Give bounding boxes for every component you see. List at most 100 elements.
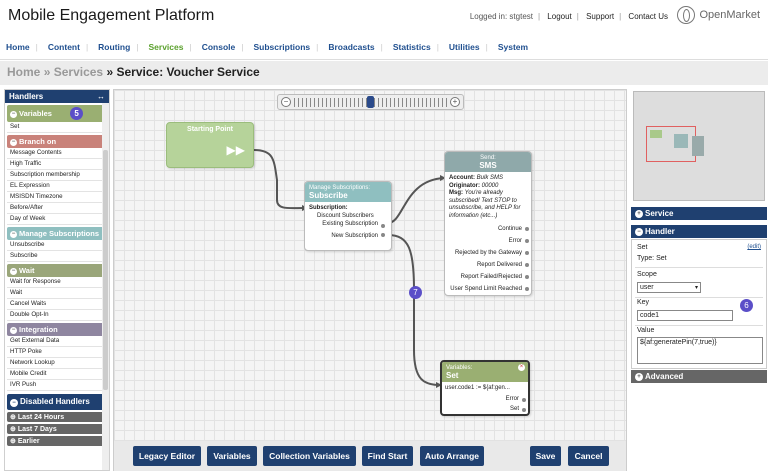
output-set[interactable]: Set [442,404,528,414]
handler-item[interactable]: Subscribe [7,251,107,262]
logout-link[interactable]: Logout [547,12,572,21]
set-expression: user.code1 := ${af:gen... [445,385,510,391]
output-failed[interactable]: Report Failed/Rejected [445,271,531,283]
node-type: Send: [480,155,496,161]
originator-value: 00000 [481,182,499,189]
disabled-item-label: Earlier [17,438,40,445]
zoom-out-icon[interactable]: − [281,97,291,107]
node-name: Set [446,371,459,380]
group-name: Manage Subscriptions [19,229,100,238]
nav-console[interactable]: Console [202,38,250,59]
nav-statistics[interactable]: Statistics [393,38,445,59]
logo-icon [677,6,696,24]
handler-item[interactable]: High Traffic [7,159,107,170]
group-header[interactable]: −Manage Subscriptions [7,227,107,240]
handler-item[interactable]: Wait for Response [7,277,107,288]
subscription-value: Discount Subscribers [317,213,374,219]
divider [635,267,763,268]
breadcrumb-home[interactable]: Home [7,65,41,79]
node-set-selected[interactable]: Variables: Set × user.code1 := ${af:gen.… [440,360,530,416]
output-rejected[interactable]: Rejected by the Gateway [445,247,531,259]
handler-item-set[interactable]: Set [7,122,107,133]
handler-item[interactable]: Network Lookup [7,358,107,369]
service-header[interactable]: +Service [631,207,767,220]
close-icon[interactable]: × [518,364,525,371]
handler-item[interactable]: Double Opt-In [7,310,107,321]
support-link[interactable]: Support [586,12,615,21]
handler-item[interactable]: Cancel Waits [7,299,107,310]
collapse-minus-icon: − [10,110,17,118]
handler-item[interactable]: Unsubscribe [7,240,107,251]
disabled-last-7-days[interactable]: ⊕ Last 7 Days [7,424,107,434]
nav-system[interactable]: System [497,42,529,52]
handler-item[interactable]: IVR Push [7,380,107,391]
handlers-scroll-thumb[interactable] [103,150,108,390]
openmarket-logo: OpenMarket [677,6,760,24]
disabled-handlers-header[interactable]: −Disabled Handlers [7,394,107,410]
nav-broadcasts[interactable]: Broadcasts [328,38,389,59]
scope-select[interactable]: user▾ [637,282,701,293]
find-start-button[interactable]: Find Start [362,446,413,466]
value-label: Value [637,327,655,334]
handler-item[interactable]: Subscription membership [7,170,107,181]
cancel-button[interactable]: Cancel [568,446,609,466]
handler-item[interactable]: Before/After [7,203,107,214]
zoom-thumb[interactable] [367,96,374,108]
nav-content[interactable]: Content [48,38,94,59]
key-input[interactable]: code1 [637,310,733,321]
flow-canvas[interactable]: − + Starting Point ▶▶ Manage Subscriptio… [113,89,627,471]
minimap[interactable] [633,91,765,201]
minimap-node [692,136,704,156]
disabled-earlier[interactable]: ⊕ Earlier [7,436,107,446]
minimap-node [674,134,688,148]
variables-button[interactable]: Variables [207,446,257,466]
save-button[interactable]: Save [530,446,561,466]
output-existing-subscription[interactable]: Existing Subscription [309,220,387,229]
zoom-slider[interactable]: − + [277,94,464,110]
disabled-item-label: Last 7 Days [17,426,57,433]
nav-routing[interactable]: Routing [98,38,144,59]
disabled-last-24-hours[interactable]: ⊕ Last 24 Hours [7,412,107,422]
zoom-in-icon[interactable]: + [450,97,460,107]
advanced-header[interactable]: +Advanced [631,370,767,383]
output-error[interactable]: Error [445,235,531,247]
group-variables: −Variables 5 Set [7,105,107,133]
group-header[interactable]: −Branch on [7,135,107,148]
node-starting-point[interactable]: Starting Point ▶▶ [166,122,254,168]
value-textarea[interactable]: ${af:generatePin(7,true)} [637,337,763,364]
handler-properties: Set (edit) Type: Set Scope user▾ Key cod… [631,239,767,369]
collection-variables-button[interactable]: Collection Variables [263,446,356,466]
output-delivered[interactable]: Report Delivered [445,259,531,271]
handler-item[interactable]: Mobile Credit [7,369,107,380]
handler-item[interactable]: Day of Week [7,214,107,225]
edit-link[interactable]: (edit) [747,244,761,250]
handler-item[interactable]: Wait [7,288,107,299]
output-error[interactable]: Error [442,394,528,404]
handler-item[interactable]: MSISDN Timezone [7,192,107,203]
handler-item[interactable]: Get External Data [7,336,107,347]
output-spend-limit[interactable]: User Spend Limit Reached [445,283,531,295]
output-continue[interactable]: Continue [445,223,531,235]
handler-header[interactable]: −Handler [631,225,767,238]
minimap-node [650,130,662,138]
node-subscribe[interactable]: Manage Subscriptions: Subscribe Subscrip… [304,181,392,251]
breadcrumb-services[interactable]: Services [53,65,104,79]
handler-item[interactable]: Message Contents [7,148,107,159]
group-header[interactable]: −Variables 5 [7,105,107,122]
group-header[interactable]: −Wait [7,264,107,277]
nav-subscriptions[interactable]: Subscriptions [253,38,324,59]
handler-item[interactable]: HTTP Poke [7,347,107,358]
legacy-editor-button[interactable]: Legacy Editor [133,446,201,466]
group-wait: −Wait Wait for Response Wait Cancel Wait… [7,264,107,321]
collapse-icon[interactable]: ↔ [97,92,105,101]
contact-link[interactable]: Contact Us [628,12,668,21]
group-header[interactable]: −Integration [7,323,107,336]
node-send-sms[interactable]: Send: SMS Account: Bulk SMS Originator: … [444,151,532,296]
nav-utilities[interactable]: Utilities [449,38,494,59]
nav-home[interactable]: Home [6,38,44,59]
group-name: Wait [19,266,35,275]
handler-item[interactable]: EL Expression [7,181,107,192]
auto-arrange-button[interactable]: Auto Arrange [420,446,484,466]
nav-services[interactable]: Services [149,38,198,59]
output-new-subscription[interactable]: New Subscription [309,229,387,243]
